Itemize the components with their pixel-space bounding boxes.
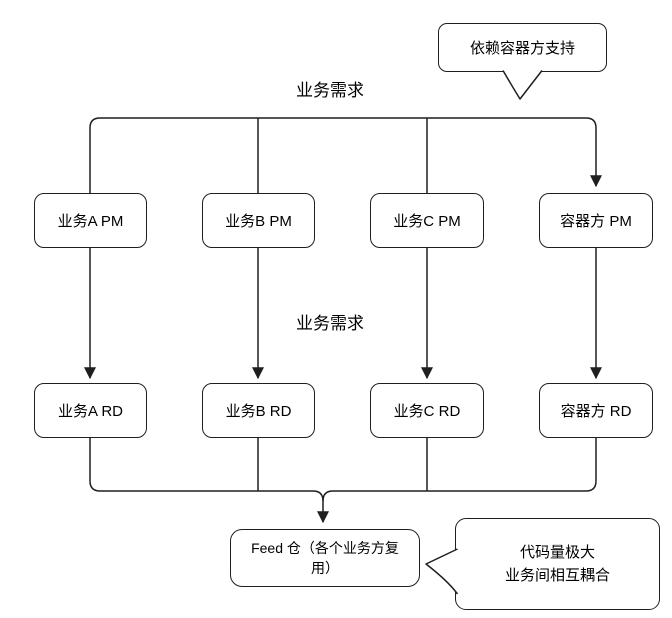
label-business-requirement-middle: 业务需求 (296, 314, 364, 333)
callout-problem-line1: 代码量极大 (519, 544, 595, 561)
callout-problem: 代码量极大 业务间相互耦合 (455, 518, 660, 610)
edge-merge-left (89, 438, 329, 524)
node-pm-business-c: 业务C PM (370, 193, 484, 248)
edge-bus-top (89, 117, 602, 193)
node-pm-business-a: 业务A PM (34, 193, 147, 248)
callout-dependency-tail (502, 70, 543, 100)
node-rd-container: 容器方 RD (539, 383, 653, 438)
callout-problem-tail (425, 548, 459, 595)
label-business-requirement-top: 业务需求 (296, 81, 364, 100)
node-rd-business-a: 业务A RD (34, 383, 147, 438)
callout-dependency-text: 依赖容器方支持 (469, 40, 575, 57)
node-feed-repo: Feed 仓（各个业务方复用） (230, 529, 420, 587)
callout-dependency: 依赖容器方支持 (438, 23, 607, 72)
edge-merge-right (322, 438, 597, 502)
node-rd-business-b: 业务B RD (202, 383, 315, 438)
node-pm-container: 容器方 PM (539, 193, 653, 248)
callout-problem-line2: 业务间相互耦合 (504, 567, 610, 584)
node-rd-business-c: 业务C RD (370, 383, 484, 438)
node-pm-business-b: 业务B PM (202, 193, 315, 248)
